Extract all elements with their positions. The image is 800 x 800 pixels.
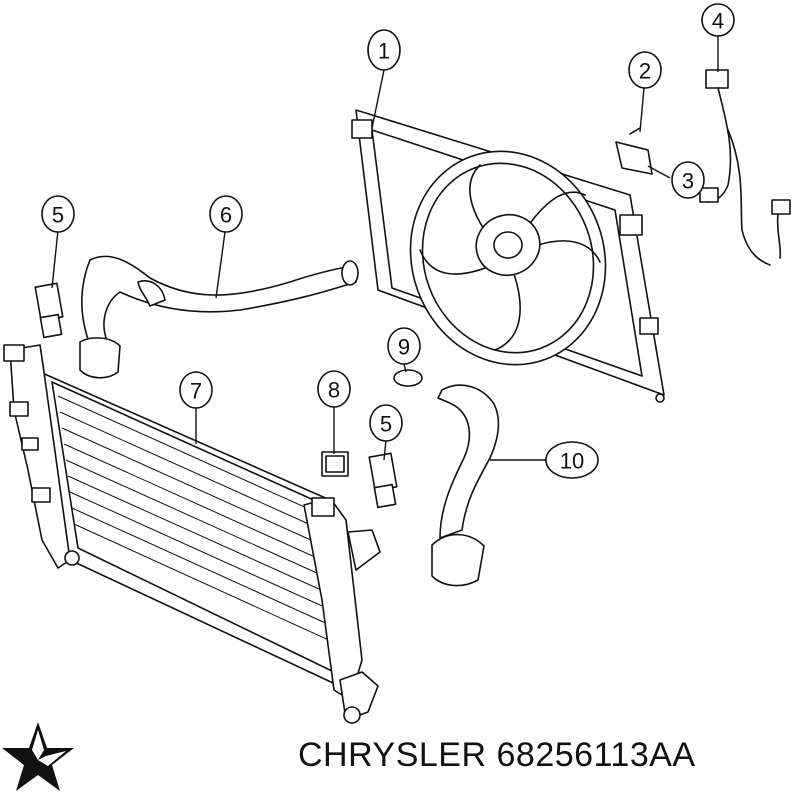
callout-8: 8 — [317, 370, 351, 408]
callout-6: 6 — [209, 195, 243, 233]
callout-label: 9 — [398, 335, 410, 360]
callout-9: 9 — [387, 327, 421, 365]
callout-2: 2 — [628, 51, 662, 89]
brand-name: CHRYSLER — [298, 736, 487, 774]
callout-10: 10 — [545, 441, 599, 479]
callout-1: 1 — [367, 29, 401, 71]
part-number: 68256113AA — [496, 736, 696, 774]
callout-label: 7 — [190, 379, 202, 404]
callout-label: 5 — [52, 203, 64, 228]
callout-5a: 5 — [41, 195, 75, 233]
pentastar-logo — [2, 722, 74, 791]
part-caption: CHRYSLER 68256113AA — [298, 736, 696, 775]
callout-label: 4 — [712, 9, 724, 34]
callout-label: 2 — [639, 59, 651, 84]
callout-label: 1 — [378, 39, 390, 64]
radiator — [3, 344, 381, 724]
fan-relay — [615, 127, 653, 175]
leader-lines — [51, 36, 719, 461]
wiring-harness — [699, 69, 791, 266]
bracket-right — [368, 452, 398, 509]
callout-3: 3 — [671, 161, 705, 199]
lower-radiator-hose — [393, 369, 500, 587]
upper-radiator-hose — [79, 255, 359, 379]
isolator — [321, 451, 349, 477]
callout-label: 6 — [220, 203, 232, 228]
callout-label: 10 — [560, 449, 584, 474]
callout-5b: 5 — [369, 404, 403, 442]
callout-4: 4 — [701, 3, 735, 37]
bracket-left — [34, 282, 64, 339]
callout-7: 7 — [179, 371, 213, 409]
callout-label: 5 — [380, 412, 392, 437]
callout-label: 8 — [328, 378, 340, 403]
callout-label: 3 — [682, 169, 694, 194]
fan-shroud-assembly — [351, 109, 665, 403]
